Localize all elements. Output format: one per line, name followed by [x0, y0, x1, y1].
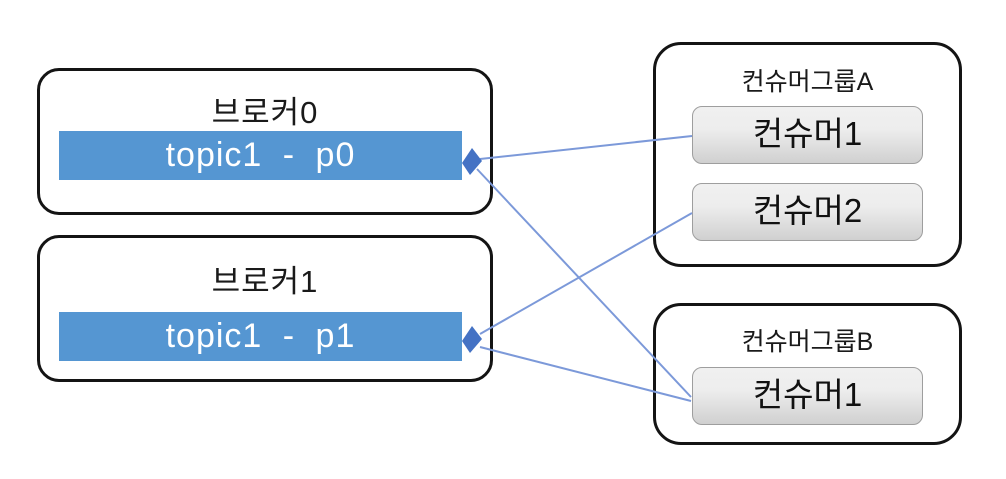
broker1-title: 브로커1: [211, 264, 319, 299]
partition-topic1-p0: topic1 - p0: [59, 131, 462, 180]
group-a-consumer2: 컨슈머2: [692, 183, 923, 241]
group-a-consumer1: 컨슈머1: [692, 106, 923, 164]
broker1-box: 브로커1 topic1 - p1: [37, 235, 493, 382]
consumer-group-a-box: 컨슈머그룹A 컨슈머1 컨슈머2: [653, 42, 962, 267]
broker0-box: 브로커0 topic1 - p0: [37, 68, 493, 215]
consumer-group-b-title: 컨슈머그룹B: [741, 328, 874, 356]
partition-topic1-p1: topic1 - p1: [59, 312, 462, 361]
broker0-title: 브로커0: [211, 95, 319, 130]
consumer-group-b-box: 컨슈머그룹B 컨슈머1: [653, 303, 962, 445]
group-b-consumer1: 컨슈머1: [692, 367, 923, 425]
consumer-group-a-title: 컨슈머그룹A: [741, 68, 874, 96]
